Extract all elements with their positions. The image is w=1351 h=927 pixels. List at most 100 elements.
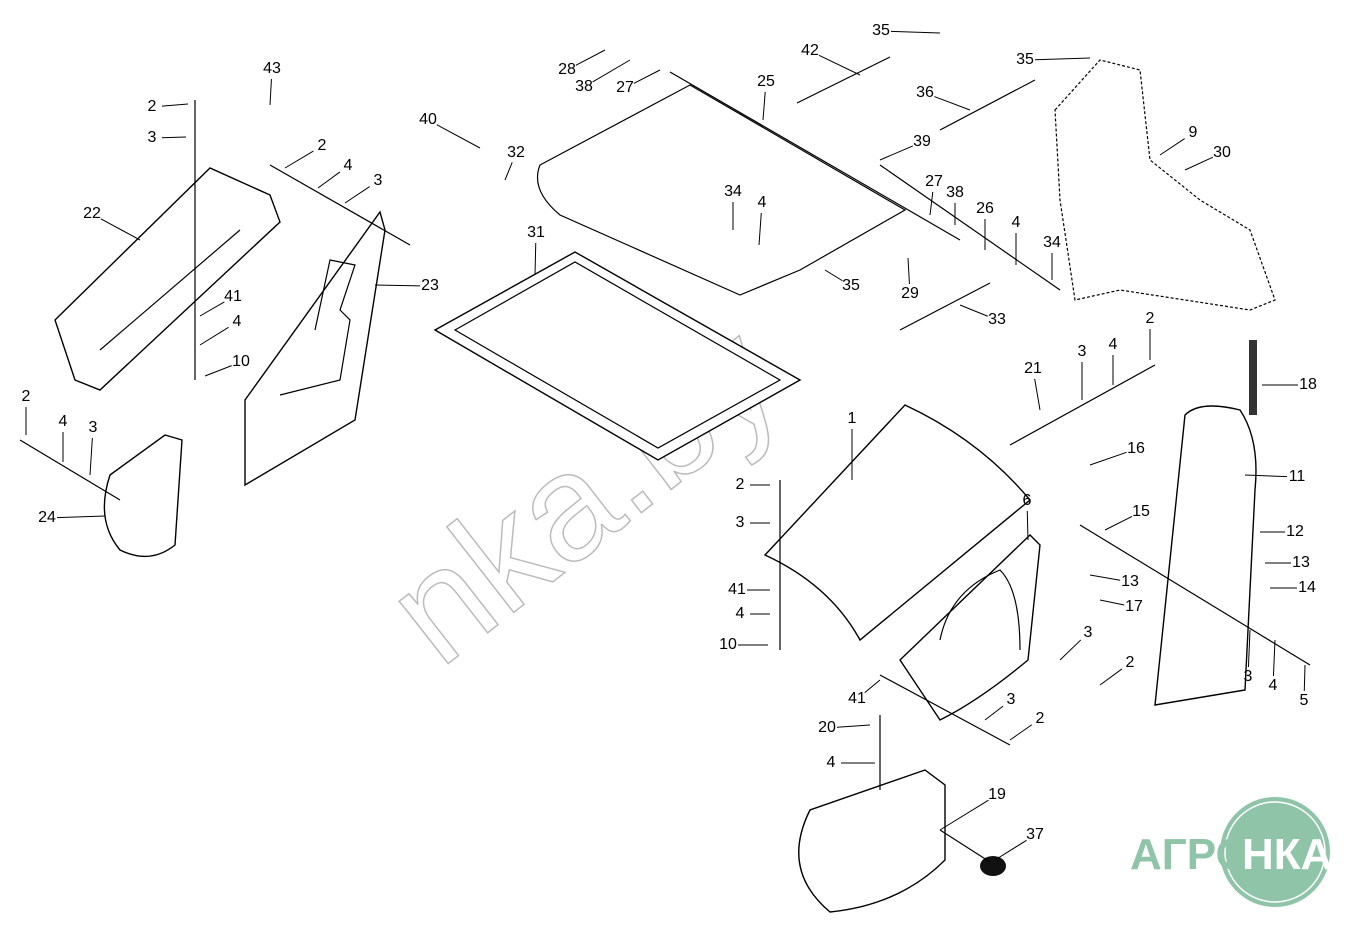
leader-line: [1089, 451, 1127, 466]
callout-label: 4: [736, 605, 745, 622]
leader-line: [269, 78, 272, 106]
leader-line: [284, 150, 314, 169]
part-1-plate: [763, 404, 1031, 642]
leader-line: [959, 304, 988, 317]
callout-label: 31: [527, 224, 545, 241]
leader-line: [161, 136, 187, 139]
leader-line: [818, 54, 861, 76]
leader-line: [1303, 664, 1306, 692]
part-19-cover: [798, 769, 946, 913]
callout-label: 41: [848, 690, 866, 707]
callout-label: 3: [1078, 343, 1087, 360]
leader-line: [929, 191, 934, 216]
callout-label: 25: [757, 73, 775, 90]
leader-line: [1099, 599, 1125, 606]
part-18-strip: [1249, 340, 1257, 415]
leader-line: [374, 284, 421, 287]
part-33-strut: [899, 282, 991, 331]
part-11-guard: [1154, 405, 1257, 706]
callout-label: 4: [233, 313, 242, 330]
leader-line: [1247, 629, 1251, 668]
part-24-guard: [103, 434, 183, 558]
leader-line: [436, 124, 481, 149]
callout-label: 1: [848, 410, 857, 427]
part-6-cover: [899, 534, 1041, 721]
callout-label: 32: [507, 144, 525, 161]
leader-line: [204, 365, 232, 377]
leader-line: [934, 96, 971, 111]
leader-line: [633, 69, 661, 84]
leader-line: [1026, 510, 1029, 541]
leader-line: [1089, 574, 1121, 581]
callout-label: 3: [1084, 624, 1093, 641]
callout-label: 4: [1012, 214, 1021, 231]
callout-label: 16: [1127, 440, 1145, 457]
leader-line: [534, 242, 537, 276]
callout-label: 9: [1189, 124, 1198, 141]
leader-line: [89, 437, 93, 476]
leader-line: [1034, 57, 1091, 61]
callout-label: 2: [22, 388, 31, 405]
callout-label: 27: [925, 173, 943, 190]
callout-label: 2: [1126, 654, 1135, 671]
leader-line: [592, 59, 631, 83]
leader-line: [199, 301, 225, 317]
leader-line: [836, 724, 871, 728]
callout-label: 40: [419, 111, 437, 128]
callout-label: 29: [901, 285, 919, 302]
part-36-rod: [939, 79, 1036, 131]
callout-label: 41: [728, 581, 746, 598]
leader-line: [1244, 474, 1288, 478]
callout-label: 38: [946, 184, 964, 201]
callout-label: 35: [842, 277, 860, 294]
callout-label: 2: [148, 98, 157, 115]
callout-label: 2: [1146, 310, 1155, 327]
callout-label: 26: [976, 200, 994, 217]
leader-line: [984, 705, 1004, 721]
leader-line: [824, 269, 843, 282]
part-25-frame: [536, 84, 907, 296]
callout-label: 5: [1300, 692, 1309, 709]
callout-label: 4: [1269, 677, 1278, 694]
callout-label: 15: [1132, 503, 1150, 520]
callout-label: 6: [1023, 492, 1032, 509]
leader-line: [1184, 156, 1214, 171]
logo-text-circle: НКА: [1242, 830, 1332, 879]
callout-label: 11: [1289, 468, 1306, 485]
leader-line: [879, 145, 914, 161]
callout-label: 2: [1036, 710, 1045, 727]
callout-label: 3: [736, 514, 745, 531]
leader-line: [758, 212, 762, 246]
callout-label: 34: [1043, 234, 1061, 251]
callout-label: 23: [421, 277, 439, 294]
callout-label: 13: [1292, 554, 1310, 571]
callout-label: 10: [232, 353, 250, 370]
callout-label: 10: [719, 636, 737, 653]
callout-label: 4: [344, 157, 353, 174]
callout-label: 33: [988, 311, 1006, 328]
callout-label: 22: [83, 205, 101, 222]
leader-line: [1034, 378, 1041, 411]
leader-line: [56, 515, 106, 519]
leader-line: [1159, 138, 1185, 156]
leader-line: [100, 218, 141, 241]
callout-label: 18: [1299, 376, 1317, 393]
leader-line: [344, 186, 370, 204]
callout-label: 36: [916, 84, 934, 101]
callout-label: 13: [1121, 573, 1139, 590]
part-42-rod: [796, 56, 891, 104]
leader-line: [994, 839, 1027, 861]
leader-line: [907, 257, 910, 285]
part-37-plug: [980, 856, 1006, 876]
leader-line: [939, 799, 989, 831]
part-23-panel: [244, 210, 386, 487]
leader-line: [864, 679, 881, 694]
callout-label: 3: [148, 129, 157, 146]
leader-line: [1104, 516, 1133, 531]
callout-label: 35: [1016, 51, 1034, 68]
callout-label: 4: [1109, 336, 1118, 353]
leader-line: [762, 91, 766, 121]
callout-label: 21: [1024, 360, 1042, 377]
